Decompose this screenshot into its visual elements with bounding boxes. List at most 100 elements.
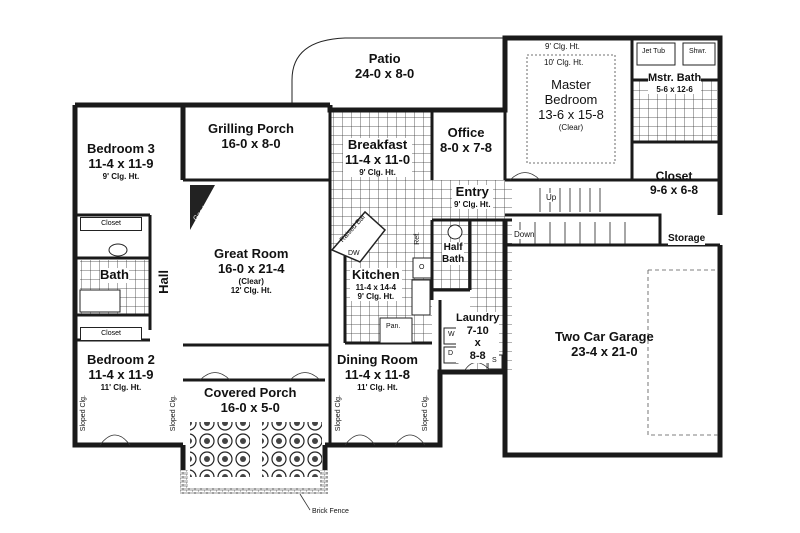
half-bath-name2: Bath [442, 253, 465, 265]
office-name: Office [447, 125, 485, 140]
bedroom3-ceiling: 9' Clg. Ht. [102, 171, 140, 181]
half-bath-name: Half [443, 242, 463, 253]
bedroom3-name: Bedroom 3 [87, 141, 155, 156]
great-room-label: Great Room 16-0 x 21-4 (Clear) 12' Clg. … [214, 246, 289, 296]
master-bedroom-name2: Bedroom [544, 91, 598, 107]
master-closet-label: Closet 9-6 x 6-8 [650, 169, 699, 198]
laundry-size1: 7-10 [466, 324, 489, 337]
kitchen-name: Kitchen [352, 267, 400, 282]
office-label: Office 8-0 x 7-8 [440, 125, 493, 156]
entry-ceiling: 9' Clg. Ht. [454, 199, 491, 209]
master-bedroom-note: (Clear) [558, 122, 584, 132]
half-bath-label: Half Bath [442, 242, 465, 265]
garage-name: Two Car Garage [555, 329, 654, 344]
fridge [411, 279, 431, 316]
master-ceiling-1: 9' Clg. Ht. [545, 42, 580, 51]
laundry-size-x: x [474, 337, 481, 350]
laundry-name: Laundry [456, 312, 500, 324]
garage-label: Two Car Garage 23-4 x 21-0 [555, 329, 654, 360]
shower-box [682, 42, 716, 66]
brick-fence-leader [299, 493, 311, 511]
shower-label: Shwr. [689, 48, 707, 55]
kitchen-range [412, 257, 432, 279]
great-room-size: 16-0 x 21-4 [217, 260, 285, 276]
kitchen-ceiling: 9' Clg. Ht. [357, 292, 395, 302]
grilling-porch-label: Grilling Porch 16-0 x 8-0 [208, 121, 294, 152]
dining-room-size: 11-4 x 11-8 [344, 366, 410, 382]
jet-tub-box [636, 42, 676, 66]
pantry-label: Pan. [386, 323, 401, 330]
covered-porch-label: Covered Porch 16-0 x 5-0 [204, 385, 297, 416]
brick-fence-bottom [180, 488, 328, 494]
bath-label: Bath [100, 267, 129, 283]
closet-bottom-label: Closet [80, 327, 142, 341]
master-closet-size: 9-6 x 6-8 [650, 182, 699, 197]
hall-sink [108, 243, 128, 257]
dryer-label: D [448, 350, 454, 357]
bedroom2-name: Bedroom 2 [87, 352, 155, 367]
great-room-note: (Clear) [238, 276, 264, 286]
covered-porch-name: Covered Porch [204, 385, 297, 400]
planter-right [262, 422, 322, 477]
entry-name: Entry [455, 184, 489, 199]
hall-label: Hall [156, 270, 171, 294]
covered-porch-size: 16-0 x 5-0 [220, 399, 280, 415]
grilling-porch-name: Grilling Porch [208, 121, 294, 136]
entry-label: Entry 9' Clg. Ht. [452, 184, 493, 210]
laundry-label: Laundry 7-10 x 8-8 [456, 312, 500, 363]
stairs-up-label: Up [546, 193, 557, 203]
door-swings [99, 172, 541, 446]
bedroom2-size: 11-4 x 11-9 [88, 366, 154, 382]
oven-label: O [419, 264, 425, 271]
garage-dash [647, 269, 718, 436]
master-clear-box [526, 54, 616, 164]
patio-label: Patio 24-0 x 8-0 [355, 51, 415, 82]
planter-left [190, 422, 250, 477]
sloped-clg-dining-right: Sloped Clg. [422, 395, 429, 432]
brick-fence-right [320, 470, 328, 492]
sloped-clg-bed2-left: Sloped Clg. [80, 395, 87, 432]
dw-label: DW [348, 250, 360, 257]
great-room-name: Great Room [214, 246, 289, 261]
master-closet-name: Closet [655, 169, 693, 183]
breakfast-tile [330, 110, 432, 248]
dining-room-label: Dining Room 11-4 x 11-8 11' Clg. Ht. [337, 352, 418, 392]
kitchen-size: 11-4 x 14-4 [355, 282, 397, 292]
laundry-sink-label: S [492, 357, 497, 364]
breakfast-ceiling: 9' Clg. Ht. [359, 167, 396, 177]
kitchen-label: Kitchen 11-4 x 14-4 9' Clg. Ht. [350, 267, 402, 302]
master-bedroom-label: Master Bedroom 13-6 x 15-8 (Clear) [535, 77, 607, 132]
bedroom2-ceiling: 11' Clg. Ht. [100, 382, 142, 392]
pantry [379, 317, 413, 344]
garage-size: 23-4 x 21-0 [571, 343, 638, 359]
breakfast-label: Breakfast 11-4 x 11-0 9' Clg. Ht. [343, 137, 413, 178]
patio-outline [291, 37, 505, 103]
jet-tub-label: Jet Tub [642, 48, 665, 55]
stairs-down-label: Down [514, 230, 535, 240]
sloped-clg-bed2-right: Sloped Clg. [170, 395, 177, 432]
half-bath-toilet [447, 224, 463, 240]
brick-fence-left [180, 470, 188, 492]
laundry-size2: 8-8 [469, 349, 486, 362]
master-bath-label: Mstr. Bath 5-6 x 12-6 [648, 72, 702, 94]
fireplace [190, 185, 215, 230]
master-bath-name: Mstr. Bath [648, 72, 702, 84]
hall-tub [79, 289, 121, 313]
dining-room-name: Dining Room [337, 352, 418, 367]
washer-label: W [448, 331, 455, 338]
office-size: 8-0 x 7-8 [440, 139, 493, 155]
breakfast-name: Breakfast [347, 137, 408, 152]
bedroom2-label: Bedroom 2 11-4 x 11-9 11' Clg. Ht. [87, 352, 155, 392]
master-bedroom-size: 13-6 x 15-8 [538, 106, 604, 122]
grilling-porch-size: 16-0 x 8-0 [221, 135, 281, 151]
great-room-ceiling: 12' Clg. Ht. [230, 286, 272, 296]
master-bedroom-name: Master [551, 77, 591, 92]
interior-walls [75, 38, 720, 445]
brick-fence-label: Brick Fence [312, 508, 349, 515]
bedroom3-size: 11-4 x 11-9 [88, 155, 154, 171]
sloped-clg-dining-left: Sloped Clg. [335, 395, 342, 432]
ref-label: Ref. [414, 232, 421, 245]
patio-size: 24-0 x 8-0 [355, 65, 415, 81]
master-ceiling-2: 10' Clg. Ht. [544, 58, 584, 67]
breakfast-size: 11-4 x 11-0 [345, 151, 411, 167]
